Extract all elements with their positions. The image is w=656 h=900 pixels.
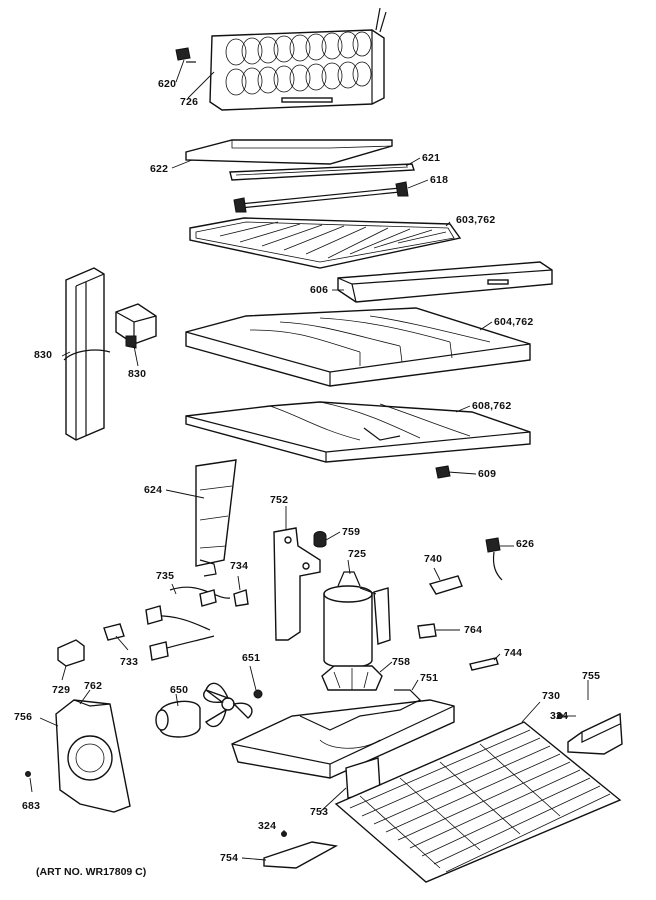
callout-733: 733 bbox=[120, 656, 139, 668]
callout-734: 734 bbox=[230, 560, 249, 572]
rod-618 bbox=[233, 181, 409, 213]
clip-609 bbox=[435, 465, 451, 479]
shelf-603 bbox=[189, 217, 462, 269]
callout-622: 622 bbox=[150, 163, 169, 175]
callout-758: 758 bbox=[392, 656, 411, 668]
callout-620: 620 bbox=[158, 78, 177, 90]
compressor-725 bbox=[323, 571, 391, 669]
shroud-762 bbox=[55, 699, 131, 813]
screw-683 bbox=[25, 771, 31, 777]
bracket-754 bbox=[263, 841, 339, 869]
shelf-608 bbox=[185, 401, 531, 463]
callout-608-762: 608,762 bbox=[472, 400, 512, 412]
callout-609: 609 bbox=[478, 468, 497, 480]
condenser-730 bbox=[334, 721, 622, 883]
motor-650 bbox=[155, 700, 201, 738]
callout-759: 759 bbox=[342, 526, 361, 538]
callout-830-channel: 830 bbox=[34, 349, 53, 361]
strap-744 bbox=[469, 657, 499, 671]
callout-744: 744 bbox=[504, 647, 523, 659]
leader-lines bbox=[29, 59, 589, 861]
callout-324-right: 324 bbox=[550, 710, 569, 722]
callout-626: 626 bbox=[516, 538, 535, 550]
callout-830-connector: 830 bbox=[128, 368, 147, 380]
screw-324-b bbox=[557, 713, 563, 719]
connector-830 bbox=[115, 303, 157, 349]
callout-764: 764 bbox=[464, 624, 483, 636]
callout-752: 752 bbox=[270, 494, 289, 506]
callout-751: 751 bbox=[420, 672, 439, 684]
callout-606: 606 bbox=[310, 284, 329, 296]
base-751 bbox=[231, 689, 455, 779]
callout-762: 762 bbox=[84, 680, 103, 692]
callout-753: 753 bbox=[310, 806, 329, 818]
grommet-759 bbox=[313, 531, 327, 548]
clip-740 bbox=[428, 575, 463, 595]
mount-758 bbox=[321, 665, 383, 691]
callout-624: 624 bbox=[144, 484, 163, 496]
condenser-coil-726 bbox=[209, 7, 387, 111]
channel-830 bbox=[63, 267, 111, 441]
plug-733 bbox=[103, 623, 125, 641]
harness-735 bbox=[145, 586, 231, 661]
cover-606 bbox=[337, 261, 553, 303]
callout-756: 756 bbox=[14, 711, 33, 723]
shelf-622 bbox=[185, 139, 393, 165]
shelf-604 bbox=[185, 307, 531, 387]
callout-604-762: 604,762 bbox=[494, 316, 534, 328]
bracket-755 bbox=[567, 712, 623, 755]
callout-735: 735 bbox=[156, 570, 175, 582]
callout-651: 651 bbox=[242, 652, 261, 664]
part-729 bbox=[57, 639, 85, 667]
rail-621 bbox=[229, 163, 415, 181]
callout-755: 755 bbox=[582, 670, 601, 682]
callout-650: 650 bbox=[170, 684, 189, 696]
callout-725: 725 bbox=[348, 548, 367, 560]
callout-729: 729 bbox=[52, 684, 71, 696]
clip-764 bbox=[417, 623, 437, 639]
bracket-752 bbox=[273, 527, 321, 641]
callout-324-bottom: 324 bbox=[258, 820, 277, 832]
relay-626 bbox=[485, 537, 503, 581]
callout-683: 683 bbox=[22, 800, 41, 812]
callout-621: 621 bbox=[422, 152, 441, 164]
grommet-620 bbox=[175, 47, 196, 63]
callout-730: 730 bbox=[542, 690, 561, 702]
fan-651 bbox=[203, 682, 263, 728]
duct-624 bbox=[195, 459, 237, 577]
callout-740: 740 bbox=[424, 553, 443, 565]
callout-618: 618 bbox=[430, 174, 449, 186]
callout-754: 754 bbox=[220, 852, 239, 864]
callout-603-762: 603,762 bbox=[456, 214, 496, 226]
art-number: (ART NO. WR17809 C) bbox=[36, 866, 147, 878]
callout-726: 726 bbox=[180, 96, 199, 108]
plug-734 bbox=[233, 589, 249, 607]
